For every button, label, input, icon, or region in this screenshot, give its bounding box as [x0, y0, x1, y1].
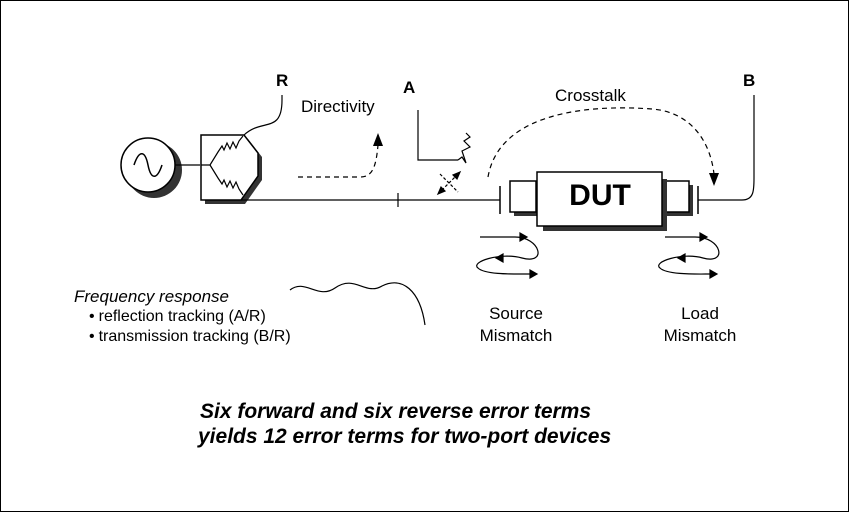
directivity-arrowhead [373, 133, 383, 146]
source-mismatch-icon [476, 231, 539, 280]
directivity-arrow [298, 144, 379, 178]
reflection-tracking-item: reflection tracking (A/R) [89, 308, 266, 326]
dut-label: DUT [569, 179, 631, 212]
transmission-tracking-item: transmission tracking (B/R) [89, 328, 291, 346]
caption-line2: yields 12 error terms for two-port devic… [198, 425, 612, 448]
port-b-path [698, 95, 755, 201]
port-r-label: R [276, 71, 289, 90]
splitter-icon [200, 134, 262, 204]
crosstalk-arrow [487, 107, 715, 178]
load-mismatch-line2: Mismatch [663, 326, 737, 345]
frequency-response-label: Frequency response [74, 287, 229, 306]
coupler-a-path [417, 110, 458, 161]
reference-path [243, 95, 283, 136]
crosstalk-label: Crosstalk [555, 86, 626, 105]
load-mismatch-icon [658, 231, 720, 280]
frequency-response-curve [289, 282, 426, 326]
coupler-resistor-icon [457, 132, 472, 164]
source-mismatch-line1: Source [489, 304, 543, 323]
source-mismatch-label: Source Mismatch [466, 303, 566, 347]
port-b-label: B [743, 71, 756, 90]
directivity-label: Directivity [301, 97, 375, 116]
leakage-cross-icon [436, 170, 462, 196]
dut-icon [509, 171, 693, 231]
load-mismatch-label: Load Mismatch [650, 303, 750, 347]
port-a-label: A [403, 78, 416, 97]
caption-line1: Six forward and six reverse error terms [200, 400, 592, 423]
load-mismatch-line1: Load [681, 304, 719, 323]
source-mismatch-line2: Mismatch [479, 326, 553, 345]
crosstalk-arrowhead [709, 173, 719, 186]
signal-source-icon [120, 137, 182, 198]
